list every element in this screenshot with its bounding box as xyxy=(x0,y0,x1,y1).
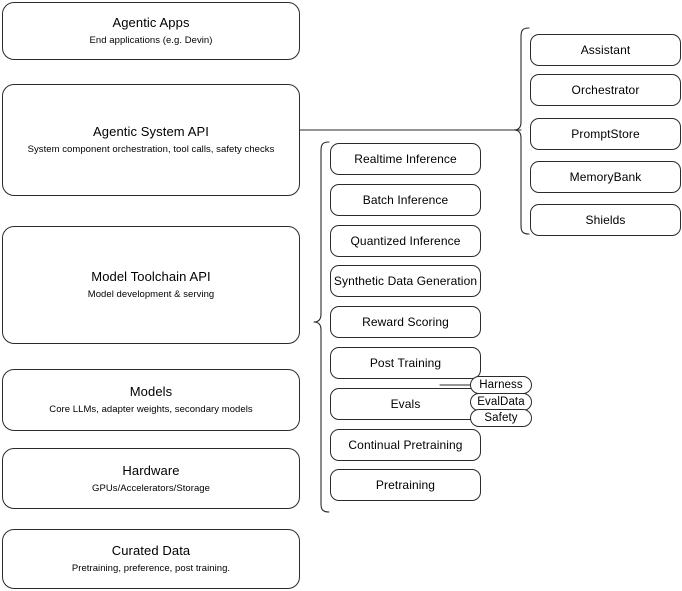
stack-layer-title: Agentic System API xyxy=(93,124,209,139)
toolchain-component-continual-pretraining[interactable]: Continual Pretraining xyxy=(330,429,481,461)
eval-subcomponent-label: Safety xyxy=(484,412,518,424)
stack-layer-subtitle: GPUs/Accelerators/Storage xyxy=(92,482,210,494)
system-component-label: Orchestrator xyxy=(571,82,640,97)
toolchain-component-label: Realtime Inference xyxy=(354,151,457,166)
system-component-assistant[interactable]: Assistant xyxy=(530,34,681,66)
system-component-label: Assistant xyxy=(580,42,631,57)
toolchain-component-evals[interactable]: Evals xyxy=(330,388,481,420)
toolchain-component-label: Post Training xyxy=(369,355,442,370)
system-components-brace xyxy=(513,27,530,235)
eval-subcomponent-safety[interactable]: Safety xyxy=(470,409,532,427)
system-component-promptstore[interactable]: PromptStore xyxy=(530,118,681,150)
stack-layer-hardware[interactable]: Hardware GPUs/Accelerators/Storage xyxy=(2,448,300,509)
stack-layer-curated-data[interactable]: Curated Data Pretraining, preference, po… xyxy=(2,529,300,589)
toolchain-component-label: Quantized Inference xyxy=(350,233,461,248)
toolchain-component-quantized-inference[interactable]: Quantized Inference xyxy=(330,225,481,257)
toolchain-component-label: Continual Pretraining xyxy=(348,437,463,452)
toolchain-component-pretraining[interactable]: Pretraining xyxy=(330,469,481,501)
stack-layer-agentic-apps[interactable]: Agentic Apps End applications (e.g. Devi… xyxy=(2,2,300,60)
toolchain-component-reward-scoring[interactable]: Reward Scoring xyxy=(330,306,481,338)
system-component-memorybank[interactable]: MemoryBank xyxy=(530,161,681,193)
toolchain-component-label: Batch Inference xyxy=(362,192,449,207)
eval-subcomponent-evaldata[interactable]: EvalData xyxy=(470,393,532,411)
system-component-orchestrator[interactable]: Orchestrator xyxy=(530,74,681,106)
stack-layer-title: Hardware xyxy=(122,462,180,478)
stack-layer-subtitle: System component orchestration, tool cal… xyxy=(27,144,275,155)
stack-layer-subtitle: Core LLMs, adapter weights, secondary mo… xyxy=(49,404,253,415)
toolchain-component-realtime-inference[interactable]: Realtime Inference xyxy=(330,143,481,175)
stack-layer-title: Model Toolchain API xyxy=(91,269,211,284)
stack-layer-models[interactable]: Models Core LLMs, adapter weights, secon… xyxy=(2,369,300,431)
toolchain-brace xyxy=(313,141,330,513)
eval-subcomponent-label: Harness xyxy=(479,379,523,391)
toolchain-component-label: Reward Scoring xyxy=(362,314,449,329)
toolchain-component-batch-inference[interactable]: Batch Inference xyxy=(330,184,481,216)
stack-layer-title: Curated Data xyxy=(111,543,191,558)
eval-subcomponent-harness[interactable]: Harness xyxy=(470,376,532,394)
stack-layer-subtitle: End applications (e.g. Devin) xyxy=(89,35,213,46)
stack-layer-subtitle: Model development & serving xyxy=(87,289,215,300)
system-component-label: Shields xyxy=(585,212,626,227)
toolchain-component-label: Synthetic Data Generation xyxy=(333,273,478,288)
toolchain-component-synthetic-data-generation[interactable]: Synthetic Data Generation xyxy=(330,265,481,297)
stack-layer-title: Models xyxy=(129,384,173,399)
system-component-shields[interactable]: Shields xyxy=(530,204,681,236)
toolchain-component-post-training[interactable]: Post Training xyxy=(330,347,481,379)
eval-subcomponent-label: EvalData xyxy=(477,396,525,408)
toolchain-component-label: Pretraining xyxy=(375,477,436,492)
system-component-label: PromptStore xyxy=(571,126,640,141)
system-component-label: MemoryBank xyxy=(569,169,642,184)
stack-layer-agentic-system-api[interactable]: Agentic System API System component orch… xyxy=(2,84,300,196)
stack-layer-title: Agentic Apps xyxy=(112,15,190,30)
stack-layer-model-toolchain-api[interactable]: Model Toolchain API Model development & … xyxy=(2,226,300,344)
stack-layer-subtitle: Pretraining, preference, post training. xyxy=(71,563,231,574)
toolchain-component-label: Evals xyxy=(390,396,421,411)
